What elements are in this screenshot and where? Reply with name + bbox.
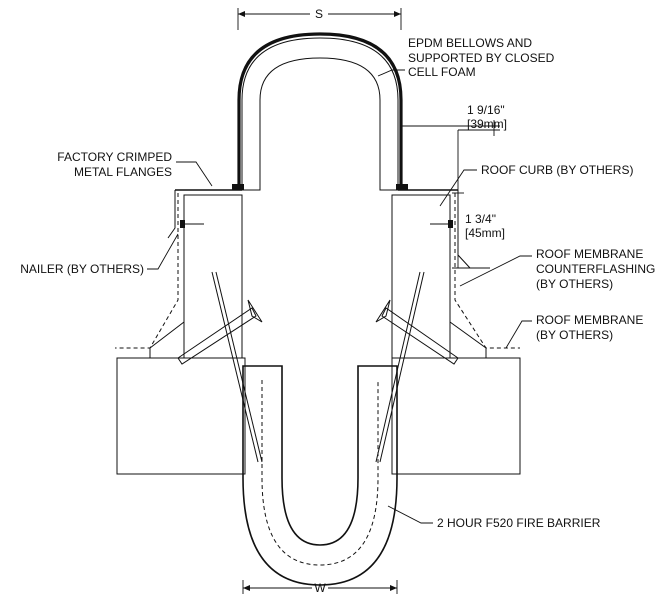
callout-roof-membrane: ROOF MEMBRANE (BY OTHERS) (505, 313, 643, 349)
dimension-w: W (242, 580, 398, 595)
counterflashing-label-line1: ROOF MEMBRANE (536, 247, 643, 261)
callout-roof-curb: ROOF CURB (BY OTHERS) (439, 163, 633, 207)
anchor-left (177, 299, 263, 365)
slab-left (116, 357, 246, 475)
roof-curb-left (183, 194, 243, 359)
callout-epdm-bellows: EPDM BELLOWS AND SUPPORTED BY CLOSED CEL… (377, 36, 555, 79)
nailer-label: NAILER (BY OTHERS) (20, 262, 144, 276)
dimension-curb-offset: 1 3/4" [45mm] (452, 192, 505, 269)
flanges-label-line1: FACTORY CRIMPED (57, 150, 172, 164)
flange-offset-metric-label: [39mm] (467, 117, 507, 131)
epdm-bellows (232, 32, 408, 191)
roof-curb-label: ROOF CURB (BY OTHERS) (481, 163, 633, 177)
counterflashing-label-line3: (BY OTHERS) (536, 277, 613, 291)
bellows-label-line2: SUPPORTED BY CLOSED (408, 51, 555, 65)
flange-offset-label: 1 9/16" (467, 103, 505, 117)
barrier-wire-right (375, 271, 425, 463)
callout-nailer: NAILER (BY OTHERS) (20, 233, 179, 276)
nailer-bolt-left (180, 220, 204, 228)
nailer-bolt-right (430, 220, 453, 228)
fire-barrier-label: 2 HOUR F520 FIRE BARRIER (437, 516, 601, 530)
counterflashing-label-line2: COUNTERFLASHING (536, 262, 655, 276)
anchor-right (375, 299, 459, 365)
metal-flange-left (115, 189, 242, 349)
bellows-label-line1: EPDM BELLOWS AND (408, 36, 532, 50)
cant-right (449, 321, 487, 359)
dimension-flange-offset: 1 9/16" [39mm] (401, 103, 507, 190)
membrane-label-line1: ROOF MEMBRANE (536, 313, 643, 327)
metal-flange-right (398, 189, 520, 349)
callout-metal-flanges: FACTORY CRIMPED METAL FLANGES (57, 150, 213, 187)
curb-offset-metric-label: [45mm] (465, 226, 505, 240)
dimension-s-label: S (315, 7, 323, 21)
callout-fire-barrier: 2 HOUR F520 FIRE BARRIER (387, 505, 601, 530)
fire-barrier (242, 365, 398, 586)
membrane-label-line2: (BY OTHERS) (536, 328, 613, 342)
flanges-label-line2: METAL FLANGES (74, 165, 172, 179)
dimension-w-label: W (314, 581, 326, 594)
curb-offset-label: 1 3/4" (465, 212, 496, 226)
callout-counterflashing: ROOF MEMBRANE COUNTERFLASHING (BY OTHERS… (459, 247, 655, 291)
barrier-wire-left (211, 271, 263, 463)
roof-curb-right (391, 194, 451, 359)
dimension-s: S (237, 7, 402, 30)
slab-right (391, 357, 521, 475)
bellows-label-line3: CELL FOAM (408, 65, 476, 79)
cant-left (149, 320, 185, 359)
